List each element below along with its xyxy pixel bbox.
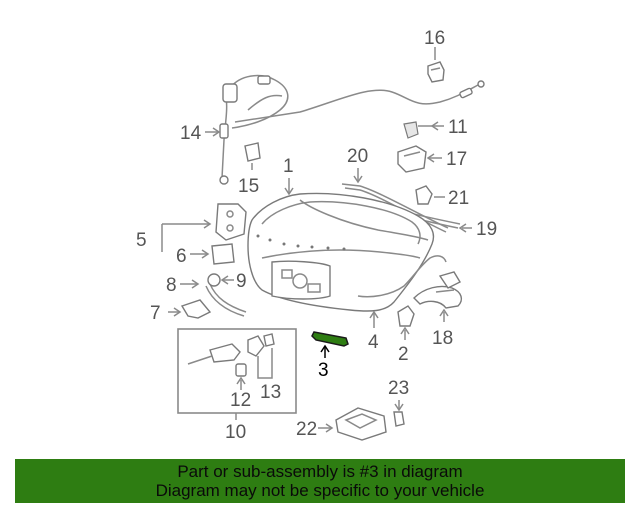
callout-1: 1 xyxy=(283,156,294,177)
part-21[interactable] xyxy=(415,185,445,205)
callout-19: 19 xyxy=(476,219,497,240)
callout-22: 22 xyxy=(296,419,317,440)
part-5-latch[interactable] xyxy=(161,203,247,252)
part-15[interactable] xyxy=(244,142,261,170)
callout-23: 23 xyxy=(388,378,409,399)
callout-18: 18 xyxy=(432,328,453,349)
footer-line-2: Diagram may not be specific to your vehi… xyxy=(155,481,485,500)
part-7[interactable] xyxy=(168,299,212,319)
callout-16: 16 xyxy=(424,28,445,49)
part-4-weatherstrip[interactable] xyxy=(357,255,447,328)
part-3-highlighted[interactable] xyxy=(311,331,349,358)
footer-banner: Part or sub-assembly is #3 in diagram Di… xyxy=(15,459,625,503)
footer-line-1: Part or sub-assembly is #3 in diagram xyxy=(177,462,463,481)
part-8-cable[interactable] xyxy=(180,279,247,317)
callout-6: 6 xyxy=(176,246,187,267)
callout-7: 7 xyxy=(150,303,161,324)
callout-8: 8 xyxy=(166,275,177,296)
part-6[interactable] xyxy=(190,243,235,265)
part-9-grommet[interactable] xyxy=(207,273,234,287)
callout-4: 4 xyxy=(368,332,379,353)
callout-10: 10 xyxy=(225,422,246,443)
part-23[interactable] xyxy=(393,400,405,427)
callout-12: 12 xyxy=(230,390,251,411)
callout-20: 20 xyxy=(347,146,368,167)
callout-21: 21 xyxy=(448,188,469,209)
part-14-release-cable[interactable] xyxy=(205,74,485,185)
callout-15: 15 xyxy=(238,176,259,197)
part-1-trunk-lid[interactable] xyxy=(247,178,435,312)
part-2[interactable] xyxy=(397,305,415,340)
part-22[interactable] xyxy=(318,407,387,441)
callout-3: 3 xyxy=(318,360,329,381)
callout-13: 13 xyxy=(260,382,281,403)
part-18-hinge[interactable] xyxy=(413,271,463,322)
callout-11: 11 xyxy=(448,117,468,138)
part-10-lock-cylinder-set[interactable] xyxy=(177,328,297,420)
callout-5: 5 xyxy=(136,230,147,251)
callout-17: 17 xyxy=(446,149,467,170)
part-16[interactable] xyxy=(427,47,445,83)
part-11[interactable] xyxy=(403,121,444,139)
parts-diagram: 16 14 15 11 17 xyxy=(136,28,497,443)
callout-14: 14 xyxy=(180,123,202,144)
callout-9: 9 xyxy=(236,271,247,292)
callout-2: 2 xyxy=(398,344,409,365)
part-17[interactable] xyxy=(397,145,442,173)
